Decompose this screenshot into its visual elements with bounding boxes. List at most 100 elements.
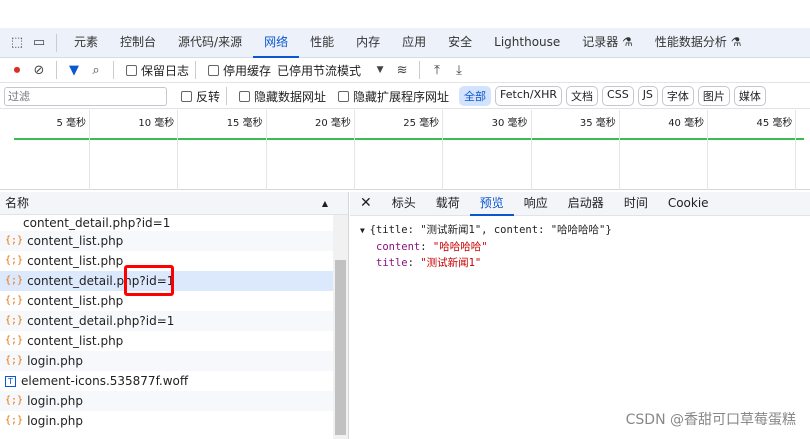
throttle-select[interactable]: 已停用节流模式 [277,63,362,78]
xhr-json-icon: {;} [5,295,24,306]
detail-tab-2[interactable]: 预览 [469,192,514,216]
field-value: "哈哈哈哈" [432,241,488,253]
timeline-tick-label: 25 毫秒 [403,118,440,129]
import-har-icon[interactable]: ⤒ [434,62,440,78]
record-stop-icon[interactable]: ⏺ [13,62,21,78]
request-row[interactable]: {;}login.php [0,411,333,431]
request-name: login.php [27,354,83,368]
xhr-json-icon: {;} [5,395,24,406]
timeline-tick: 45 毫秒 [756,110,797,190]
filter-icon[interactable]: ▼ [69,62,79,78]
network-toolbar: ⏺ ⊘ ▼ ⌕ 保留日志 停用缓存 已停用节流模式 ▼ ≋ ⤒ ⤓ [0,58,810,83]
timeline-tick: 10 毫秒 [138,110,179,190]
detail-tab-4[interactable]: 启动器 [567,195,604,210]
timeline-tick-label: 35 毫秒 [579,118,616,129]
tab-9[interactable]: 记录器 ⚗ [582,34,633,49]
detail-tabs: ✕ 标头 载荷预览响应 启动器 时间 Cookie [350,192,810,216]
name-header-label: 名称 [5,196,30,210]
request-row[interactable]: {;}content_list.php [0,231,333,251]
request-name: content_detail.php?id=1 [27,314,175,328]
detail-tab-3[interactable]: 响应 [523,195,548,210]
request-row[interactable]: {;}content_detail.php?id=1 [0,311,333,331]
timeline-tick-label: 45 毫秒 [756,118,793,129]
filter-chip-0[interactable]: 全部 [459,86,492,106]
request-list-scrollbar[interactable] [333,215,348,439]
tab-0[interactable]: 元素 [74,34,99,49]
disable-cache-checkbox[interactable] [208,64,220,76]
detail-tab-6[interactable]: Cookie [667,195,709,210]
filter-chip-5[interactable]: 字体 [661,86,694,106]
request-row[interactable]: {;}content_list.php [0,251,333,271]
timeline-tick-label: 40 毫秒 [668,118,705,129]
request-row[interactable]: {;}content_list.php [0,331,333,351]
field-value: "测试新闻1" [420,257,482,269]
request-row[interactable]: {;}content_detail.php?id=1 [0,271,333,291]
field-key: content [376,241,421,253]
request-row[interactable]: {;}login.php [0,351,333,371]
sort-up-icon: ▲ [321,199,328,208]
request-name: login.php [27,414,83,428]
expand-triangle-icon[interactable]: ▼ [360,226,370,235]
export-har-icon[interactable]: ⤓ [456,62,462,78]
xhr-json-icon: {;} [5,255,24,266]
tab-8[interactable]: Lighthouse [494,34,561,49]
request-row[interactable]: {;}login.php [0,391,333,411]
request-name: element-icons.535877f.woff [21,374,189,388]
field-key: title [376,257,408,269]
request-name: content_detail.php?id=1 [27,274,175,288]
timeline-tick: 15 毫秒 [227,110,267,190]
divider [226,87,228,105]
hide-data-urls-label: 隐藏数据网址 [254,89,327,104]
timeline-tick-label: 20 毫秒 [314,118,351,129]
tab-1[interactable]: 控制台 [120,34,157,49]
hide-data-urls-checkbox[interactable] [239,90,251,102]
close-detail-icon[interactable]: ✕ [360,194,372,211]
preserve-log-checkbox[interactable] [126,64,137,76]
detail-tab-1[interactable]: 载荷 [435,195,460,210]
xhr-json-icon: {;} [5,315,24,326]
filter-chip-4[interactable]: JS [637,86,658,106]
tab-5[interactable]: 内存 [356,34,381,49]
filter-chip-7[interactable]: 媒体 [733,86,766,106]
timeline-tick: 30 毫秒 [492,110,532,190]
filter-chip-2[interactable]: 文档 [566,86,599,106]
request-row[interactable]: {;}content_list.php [0,291,333,311]
divider [113,61,114,79]
filter-chip-6[interactable]: 图片 [697,86,730,106]
network-conditions-icon[interactable]: ≋ [396,62,408,78]
partial-row[interactable]: content_detail.php?id=1 [0,215,333,231]
network-timeline[interactable]: 5 毫秒 10 毫秒 15 毫秒 20 毫秒 25 毫秒 30 毫秒 35 毫秒 40 毫秒 4… [0,110,810,190]
search-icon[interactable]: ⌕ [92,62,100,78]
partial-row-name: content_detail.php?id=1 [23,216,171,230]
timeline-tick: 20 毫秒 [315,110,355,190]
invert-checkbox[interactable] [181,90,192,102]
tab-10[interactable]: 性能数据分析 ⚗ [654,34,742,49]
detail-tab-0[interactable]: 标头 [391,195,416,210]
clear-icon[interactable]: ⊘ [33,62,45,78]
request-name: content_list.php [27,254,124,268]
xhr-json-icon: {;} [5,335,24,346]
inspect-element-icon[interactable]: ⬚ [10,35,24,50]
name-column-header[interactable]: 名称 ▲ [0,192,348,215]
tab-6[interactable]: 应用 [402,34,427,49]
watermark: CSDN @香甜可口草莓蛋糕 [625,412,796,428]
filter-chip-1[interactable]: Fetch/XHR [495,86,563,106]
tab-3[interactable]: 网络 [253,28,300,58]
preserve-log-label: 保留日志 [141,63,190,78]
dropdown-arrow-icon[interactable]: ▼ [376,65,384,75]
disable-cache-label: 停用缓存 [223,63,272,78]
tab-7[interactable]: 安全 [448,34,473,49]
device-toolbar-icon[interactable]: ▭ [32,35,46,50]
timeline-tick-label: 5 毫秒 [56,118,86,129]
xhr-json-icon: {;} [5,355,24,366]
hide-ext-urls-checkbox[interactable] [338,90,350,102]
filter-chip-3[interactable]: CSS [602,86,634,106]
request-name: content_list.php [27,334,124,348]
filter-input[interactable] [4,86,167,106]
tab-2[interactable]: 源代码/来源 [178,34,243,49]
preview-object[interactable]: ▼ {title: "测试新闻1", content: "哈哈哈哈"} [360,222,800,239]
tab-4[interactable]: 性能 [310,34,335,49]
scrollbar-thumb[interactable] [335,260,346,435]
detail-tab-5[interactable]: 时间 [623,195,648,210]
